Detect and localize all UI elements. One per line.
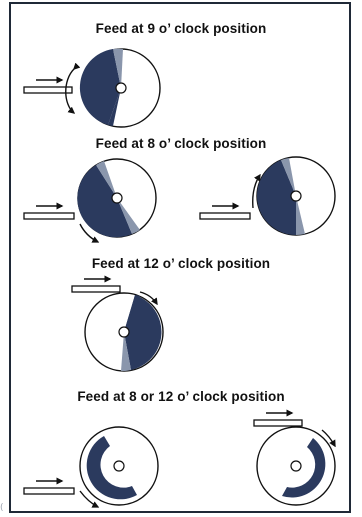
title-9-oclock: Feed at 9 o’ clock position [95,21,267,36]
diagram-8-or-12-left [23,426,159,508]
feed-slot [71,285,121,293]
feed-slot [23,212,75,220]
drum-hub [290,190,302,202]
material-ring-dark [86,436,137,500]
title-8-or-12-oclock: Feed at 8 or 12 o’ clock position [77,389,285,404]
material-fill-light [96,161,117,198]
feed-slot [253,419,303,427]
rotation-arrow-icon [79,490,100,508]
material-fill-light [281,158,296,196]
feed-slot [23,487,75,495]
drum-hub [290,460,302,472]
diagram-9-oclock [23,48,161,128]
diagram-12-oclock [71,275,164,372]
material-fill-dark [79,49,121,125]
material-fill-light [121,332,131,372]
drum-hub [118,326,130,338]
material-fill-dark [257,160,296,235]
rotation-arrow-icon [65,62,81,114]
material-fill-dark [77,165,132,238]
corner-mark: ( [0,503,4,513]
material-ring-dark [282,438,326,498]
material-fill-dark [124,295,162,370]
rotation-arrow-icon [139,291,158,306]
title-8-oclock: Feed at 8 o’ clock position [95,136,267,151]
feed-slot [23,86,73,94]
diagram-8-or-12-right [253,409,336,506]
feed-slot [199,212,251,220]
drum-hub [111,192,123,204]
rotation-arrow-icon [79,223,100,243]
drum-hub [113,460,125,472]
rotation-arrow-icon [252,173,261,209]
drum-hub [115,82,127,94]
title-12-oclock: Feed at 12 o’ clock position [91,256,271,271]
diagram-8-oclock-right [199,156,336,236]
diagram-8-oclock-left [23,158,157,243]
material-fill-light [113,48,123,88]
rotation-arrow-icon [321,429,336,448]
